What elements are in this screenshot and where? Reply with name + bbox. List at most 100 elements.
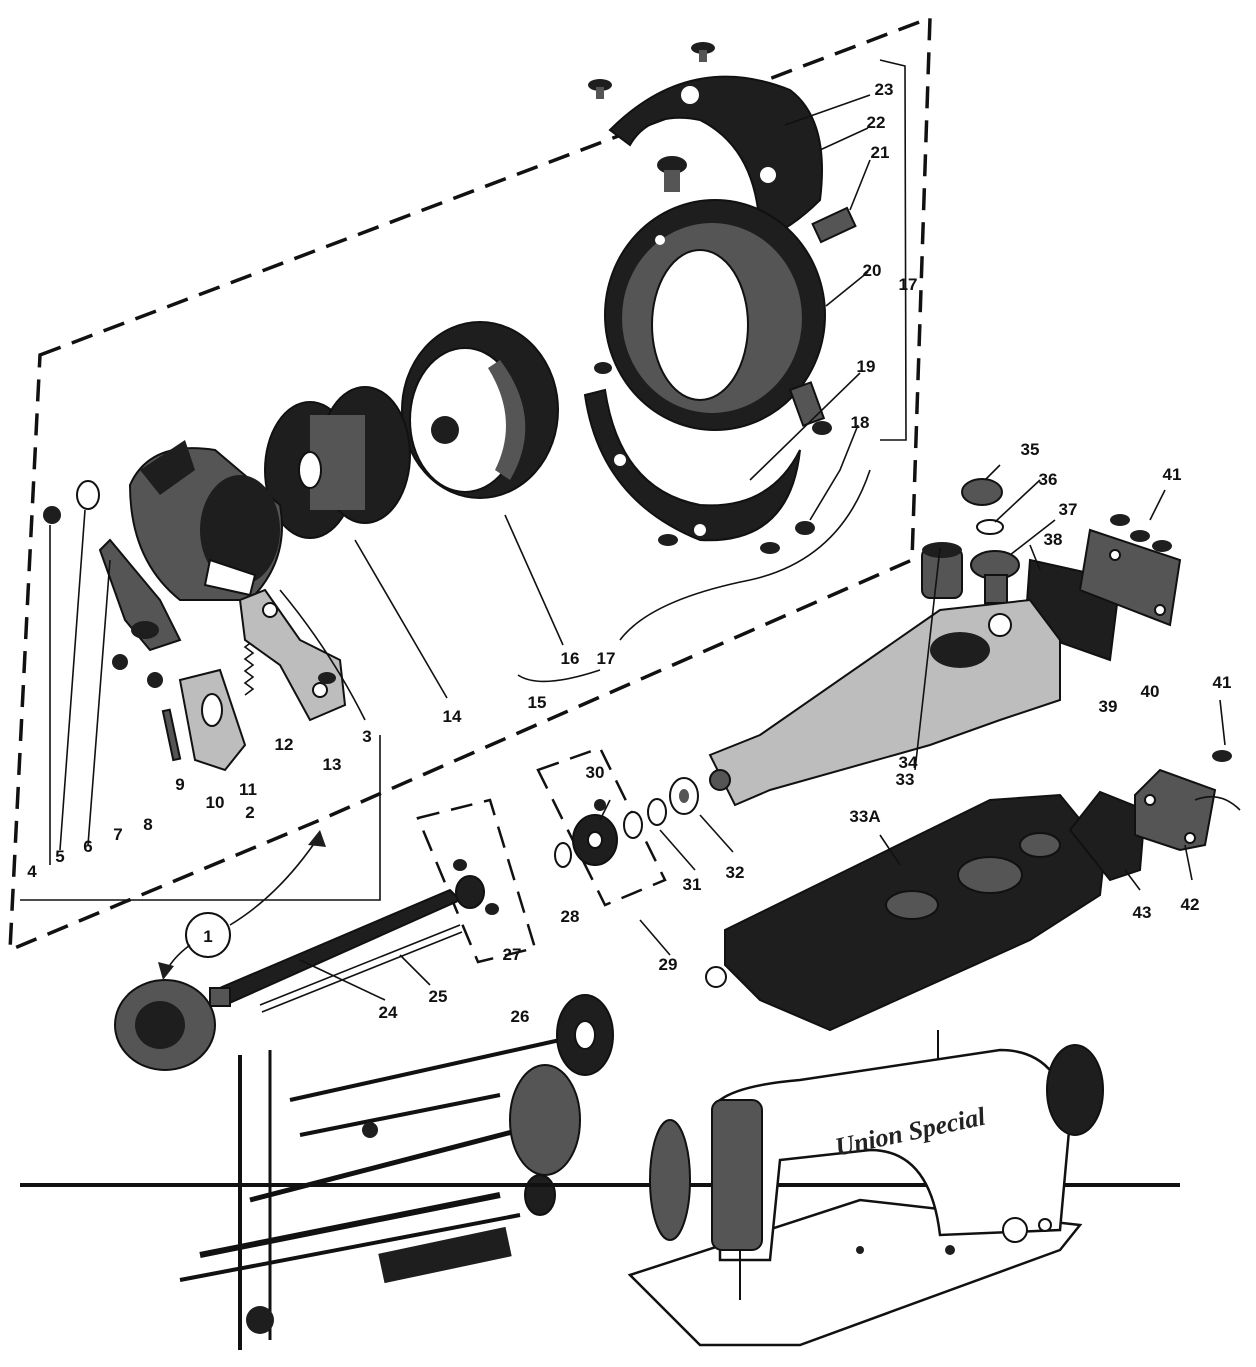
bed-components — [705, 478, 1241, 1032]
label-17-right: 17 — [899, 275, 918, 294]
part-9-pin — [161, 708, 182, 762]
label-14: 14 — [443, 707, 462, 726]
screw-22 — [792, 150, 818, 166]
label-41-side: 41 — [1213, 673, 1232, 692]
label-11: 11 — [239, 780, 257, 799]
label-26: 26 — [511, 1007, 530, 1026]
label-37: 37 — [1059, 500, 1078, 519]
label-22: 22 — [867, 113, 886, 132]
label-41-top: 41 — [1163, 465, 1182, 484]
screw-hook-a — [657, 156, 687, 192]
label-8: 8 — [143, 815, 152, 834]
label-25: 25 — [429, 987, 448, 1006]
screw-21 — [811, 206, 857, 244]
label-18: 18 — [851, 413, 870, 432]
part-3-screw — [318, 672, 336, 684]
part-13-latch-lever — [238, 588, 347, 722]
label-40: 40 — [1141, 682, 1160, 701]
sewing-machine: Union Special — [627, 1030, 1104, 1347]
part-32-washer — [669, 777, 699, 815]
part-7-screw — [112, 654, 128, 670]
label-36: 36 — [1039, 470, 1058, 489]
screw-top-b — [691, 42, 715, 62]
part-10-latch — [178, 668, 247, 772]
label-9: 9 — [175, 775, 184, 794]
label-19: 19 — [857, 357, 876, 376]
label-6: 6 — [83, 837, 92, 856]
part-36-washer — [976, 519, 1004, 535]
label-30: 30 — [586, 763, 605, 782]
part-34-oil-cup — [921, 542, 963, 599]
screw-lower-a — [760, 542, 780, 554]
part-5-ring — [76, 480, 100, 510]
label-33A: 33A — [849, 807, 880, 826]
label-35: 35 — [1021, 440, 1040, 459]
label-13: 13 — [323, 755, 342, 774]
label-43: 43 — [1133, 903, 1152, 922]
part-6-spring — [98, 538, 182, 652]
part-35-screw — [961, 478, 1003, 506]
assembly-boundary — [8, 15, 932, 953]
label-38: 38 — [1044, 530, 1063, 549]
label-3: 3 — [362, 727, 371, 746]
screw-19 — [788, 381, 832, 435]
part-33A-base — [705, 793, 1107, 1032]
label-10: 10 — [206, 793, 225, 812]
label-24: 24 — [379, 1003, 398, 1022]
assembled-hook — [114, 979, 216, 1071]
label-20: 20 — [863, 261, 882, 280]
part-4-nut — [43, 506, 61, 524]
screw-18 — [795, 521, 815, 535]
label-2: 2 — [245, 803, 254, 822]
screws — [588, 42, 857, 554]
label-33: 33 — [896, 770, 915, 789]
label-16: 16 — [561, 649, 580, 668]
label-23: 23 — [875, 80, 894, 99]
screw-top-a — [588, 79, 612, 99]
label-4: 4 — [27, 862, 37, 881]
label-12: 12 — [275, 735, 294, 754]
label-29: 29 — [659, 955, 678, 974]
bobbin-case-base — [401, 321, 559, 499]
label-32: 32 — [726, 863, 745, 882]
shaft-components — [114, 746, 699, 1071]
screw-lower-b — [658, 534, 678, 546]
part-41-screws-top — [1110, 514, 1172, 552]
label-5: 5 — [55, 847, 64, 866]
screw-small — [594, 362, 612, 374]
hook-lower-section — [583, 388, 801, 542]
label-31: 31 — [683, 875, 702, 894]
callout-group: 1 — [158, 830, 326, 980]
part-29-gear — [572, 799, 618, 866]
callout-number: 1 — [203, 927, 212, 946]
part-41-screw-side — [1194, 750, 1241, 811]
part-11-spring — [243, 634, 255, 696]
label-21: 21 — [871, 143, 890, 162]
part-labels: 2 3 4 5 6 7 8 9 10 11 12 13 14 15 16 17 … — [27, 80, 1231, 1026]
label-34: 34 — [899, 753, 918, 772]
part-37-bushing — [970, 550, 1020, 604]
label-17-lower: 17 — [597, 649, 616, 668]
label-42: 42 — [1181, 895, 1200, 914]
part-40-cover — [1078, 528, 1182, 627]
callout-circle — [185, 912, 231, 958]
label-28: 28 — [561, 907, 580, 926]
leader-lines — [49, 94, 1226, 1001]
part-43-gasket — [1068, 790, 1147, 882]
part-42-cover — [1134, 768, 1217, 852]
label-7: 7 — [113, 825, 122, 844]
label-27: 27 — [503, 945, 522, 964]
part-28-washer — [554, 842, 572, 868]
part-33-arm — [708, 598, 1061, 807]
part-25-rod — [259, 924, 463, 1013]
label-15: 15 — [528, 693, 547, 712]
bobbin — [264, 386, 411, 539]
small-parts — [43, 480, 347, 772]
part-31-washers — [623, 798, 667, 839]
hook-upper-section — [608, 75, 823, 242]
machine-mechanism — [179, 994, 614, 1350]
hook-body — [604, 199, 826, 431]
label-39: 39 — [1099, 697, 1118, 716]
